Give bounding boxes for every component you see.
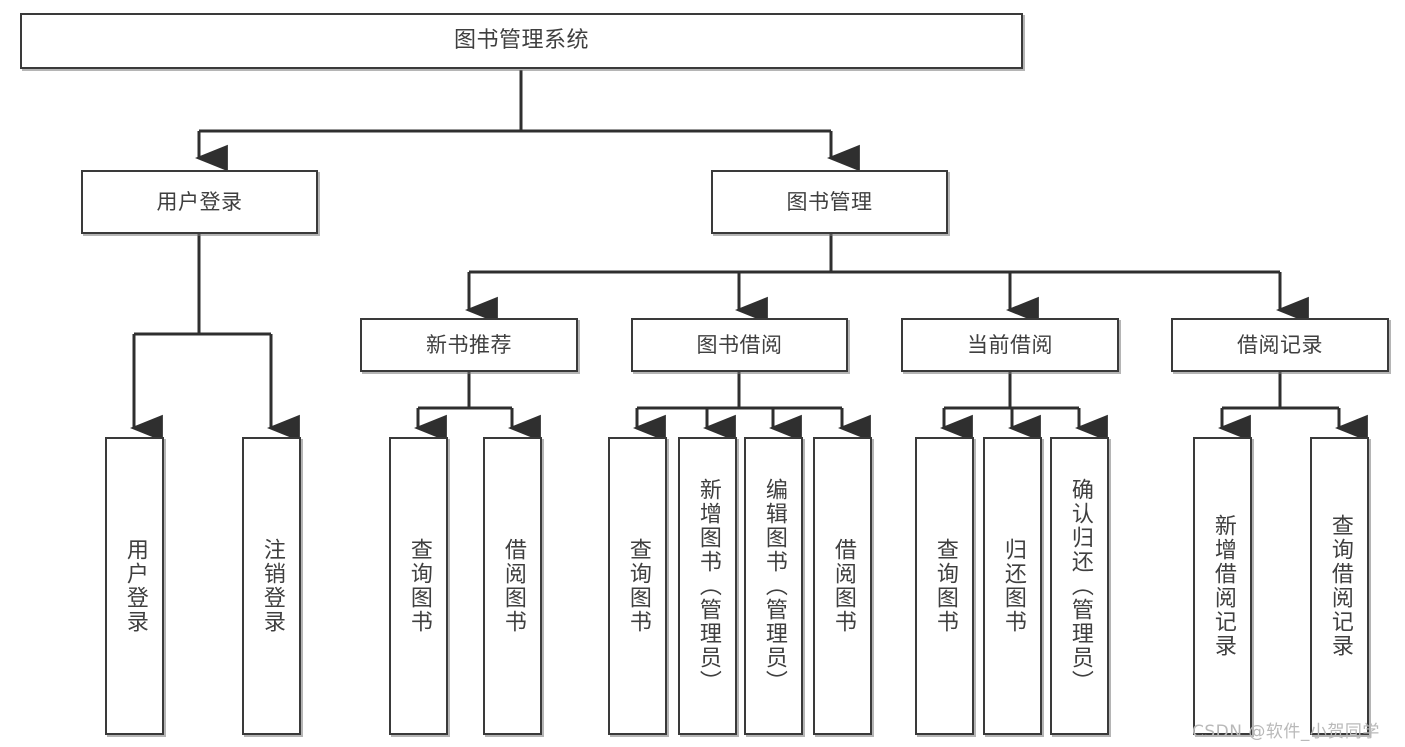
node-label: 编辑图书（管理员） [761,478,787,694]
node-label: 查询借阅记录 [1327,514,1353,658]
node-label: 查询图书 [625,538,651,634]
node-label: 确认归还（管理员） [1067,478,1093,694]
node-label: 查询图书 [406,538,432,634]
node-label: 用户登录 [156,189,243,214]
node-label: 新增借阅记录 [1210,514,1236,658]
node-root-system[interactable]: 图书管理系统 [20,13,1023,69]
node-label: 用户登录 [122,538,148,634]
leaf-current-query-book[interactable]: 查询图书 [915,437,974,735]
node-label: 图书管理 [786,189,873,214]
node-user-login[interactable]: 用户登录 [81,170,318,234]
node-label: 新书推荐 [426,332,512,357]
watermark-csdn: CSDN @软件_小贺同学 [1192,722,1380,742]
node-label: 归还图书 [1000,538,1026,634]
leaf-borrow-book[interactable]: 借阅图书 [813,437,872,735]
node-current-borrow[interactable]: 当前借阅 [901,318,1119,372]
leaf-add-book-admin[interactable]: 新增图书（管理员） [678,437,737,735]
node-label: 图书借阅 [696,332,783,357]
leaf-add-borrow-record[interactable]: 新增借阅记录 [1193,437,1252,735]
leaf-edit-book-admin[interactable]: 编辑图书（管理员） [744,437,803,735]
node-label: 图书管理系统 [453,28,589,54]
node-book-management[interactable]: 图书管理 [711,170,948,234]
leaf-borrow-query-book[interactable]: 查询图书 [608,437,667,735]
node-label: 新增图书（管理员） [695,478,721,694]
node-label: 注销登录 [259,538,285,634]
leaf-recommend-query-book[interactable]: 查询图书 [389,437,448,735]
node-label: 借阅记录 [1237,332,1323,357]
node-new-book-recommend[interactable]: 新书推荐 [360,318,578,372]
leaf-query-borrow-record[interactable]: 查询借阅记录 [1310,437,1369,735]
node-label: 借阅图书 [830,538,856,634]
node-borrow-records[interactable]: 借阅记录 [1171,318,1389,372]
leaf-user-login[interactable]: 用户登录 [105,437,164,735]
leaf-return-book[interactable]: 归还图书 [983,437,1042,735]
node-label: 查询图书 [932,538,958,634]
leaf-recommend-borrow-book[interactable]: 借阅图书 [483,437,542,735]
node-label: 借阅图书 [500,538,526,634]
leaf-logout[interactable]: 注销登录 [242,437,301,735]
node-book-borrow[interactable]: 图书借阅 [631,318,848,372]
leaf-confirm-return-admin[interactable]: 确认归还（管理员） [1050,437,1109,735]
node-label: 当前借阅 [967,332,1053,357]
